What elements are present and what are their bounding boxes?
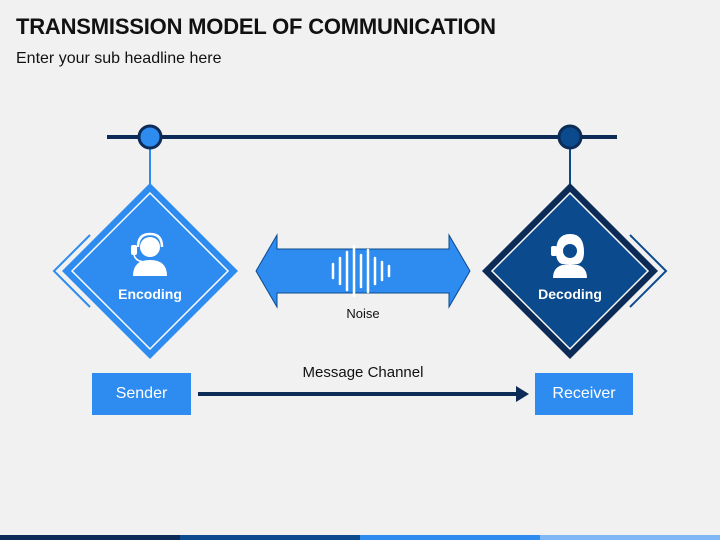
footer-stripe xyxy=(0,535,720,540)
woman-headset-icon xyxy=(551,234,587,278)
right-connector-circle xyxy=(557,124,583,150)
noise-label: Noise xyxy=(346,306,380,321)
sound-wave-icon xyxy=(331,244,391,298)
receiver-box: Receiver xyxy=(535,373,633,415)
message-channel-arrowhead xyxy=(516,386,529,402)
page-title: TRANSMISSION MODEL OF COMMUNICATION xyxy=(16,14,496,39)
noise-double-arrow xyxy=(255,233,471,309)
message-channel-label: Message Channel xyxy=(302,364,424,381)
person-headset-icon xyxy=(131,232,167,276)
sender-box: Sender xyxy=(92,373,191,415)
decoding-label: Decoding xyxy=(538,286,602,302)
encoding-label: Encoding xyxy=(118,286,182,302)
left-connector-circle xyxy=(137,124,163,150)
page-subtitle: Enter your sub headline here xyxy=(16,50,222,67)
